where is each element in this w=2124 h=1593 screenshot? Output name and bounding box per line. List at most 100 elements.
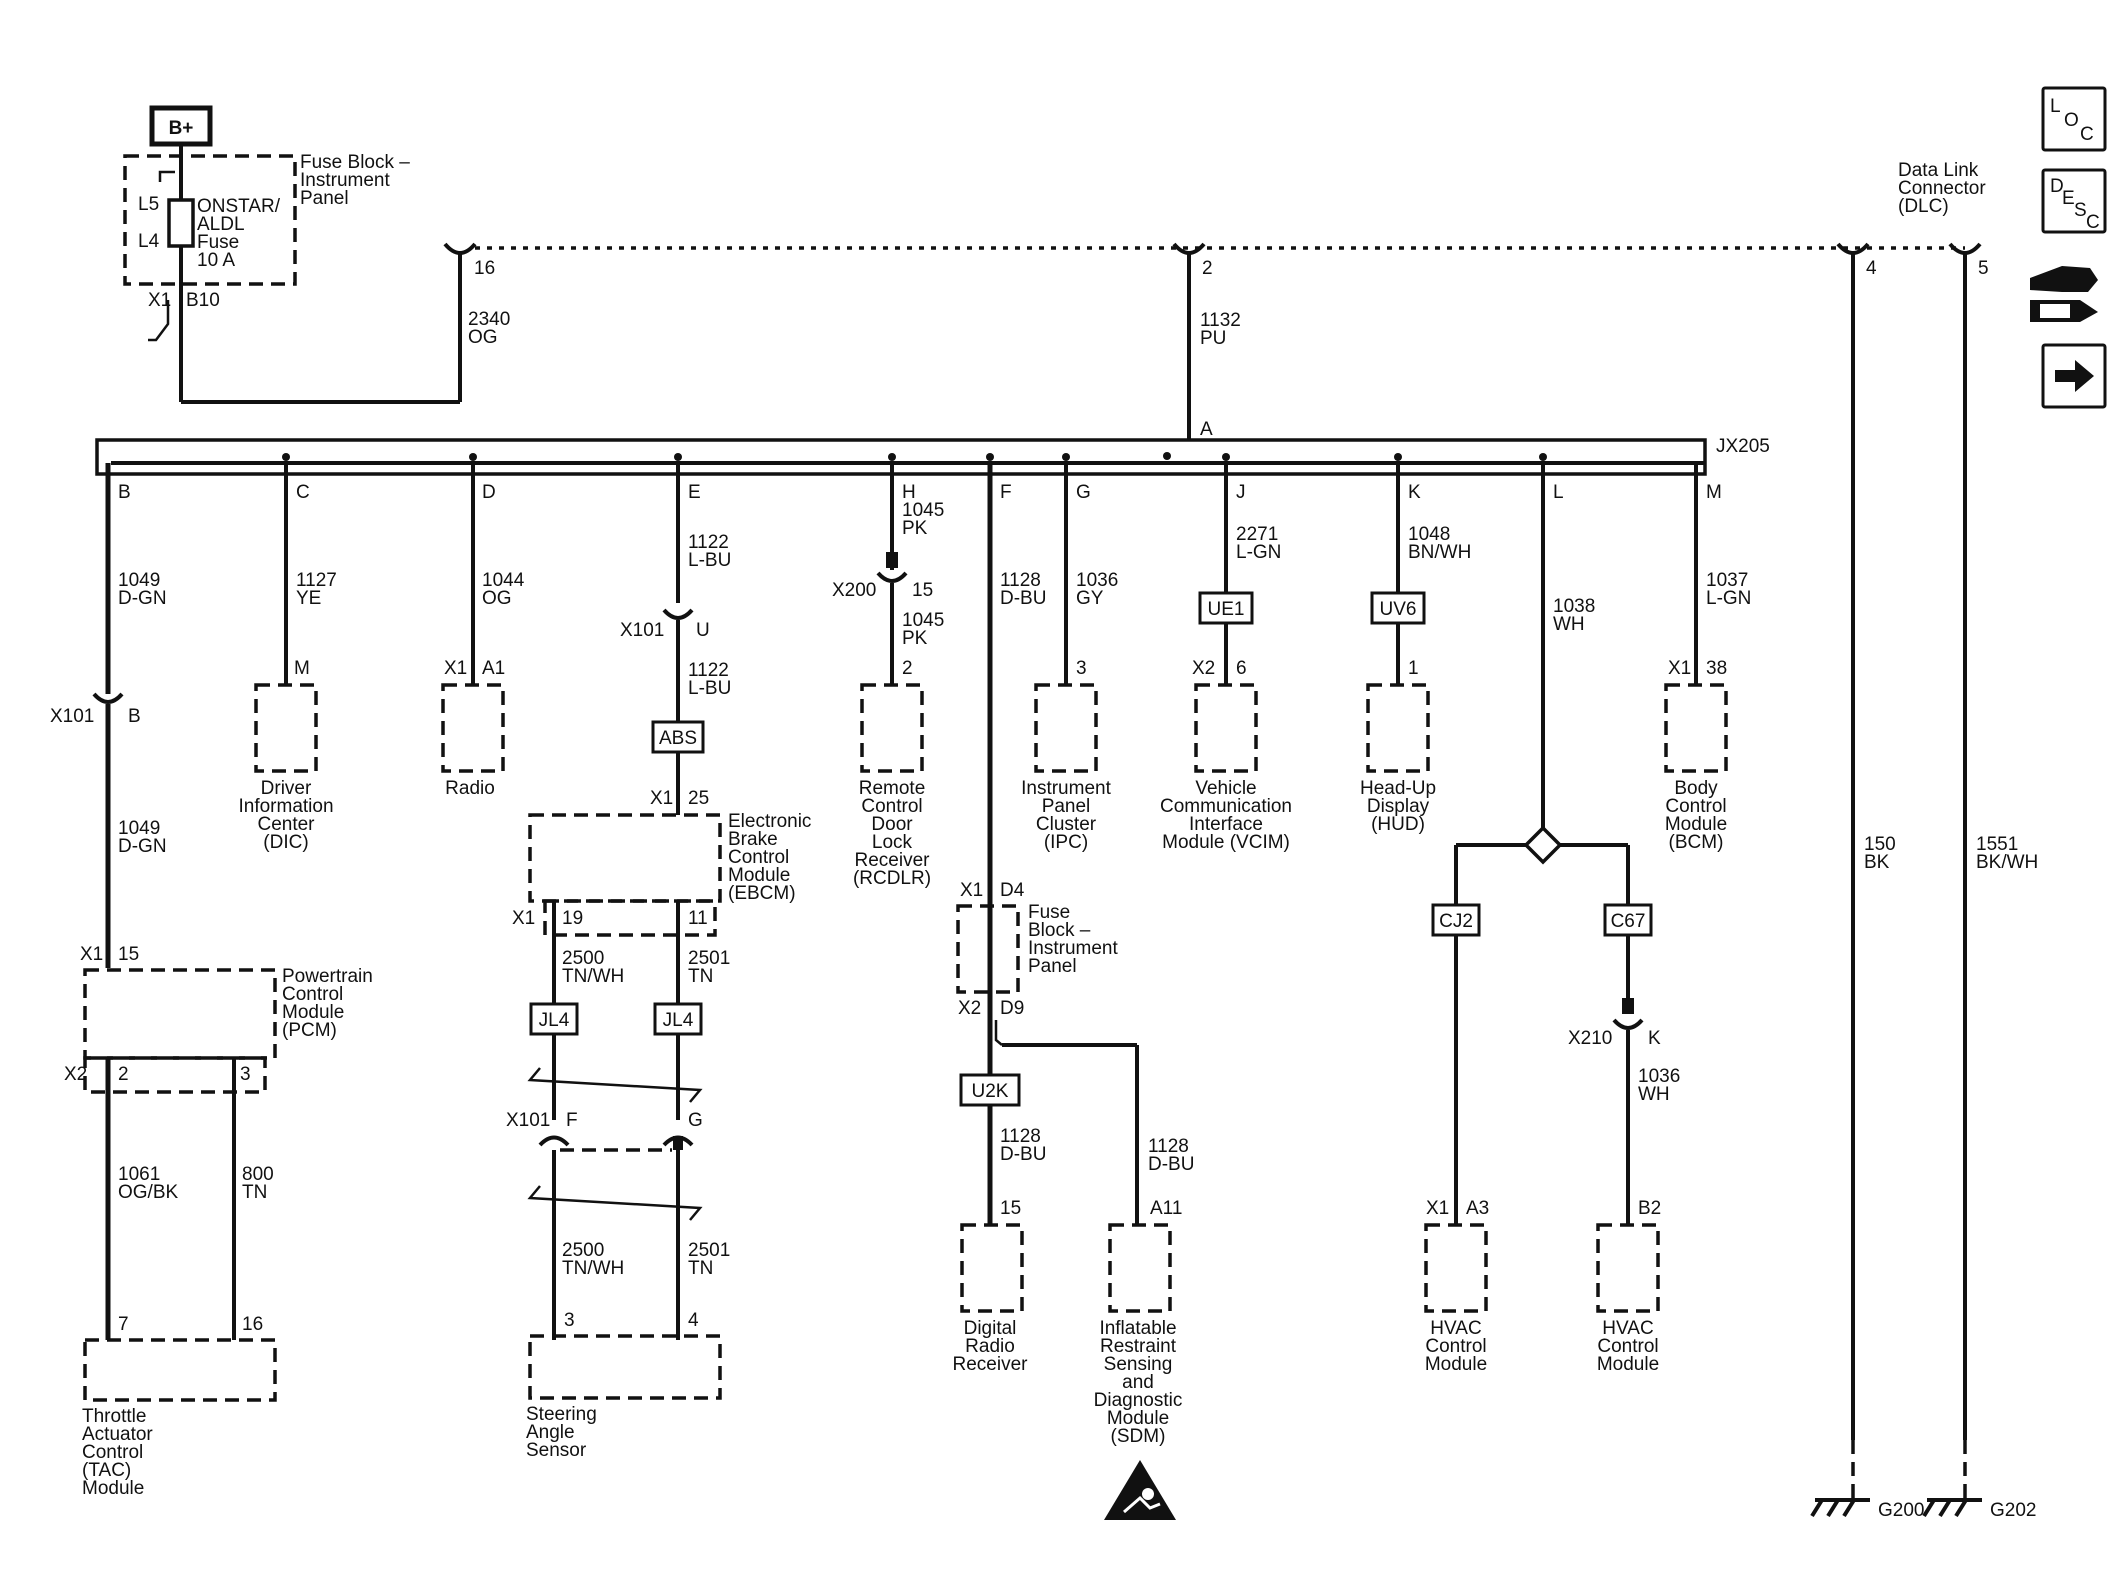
drr-name-1: Digital xyxy=(964,1318,1017,1339)
location-icon[interactable]: L O C xyxy=(2041,86,2107,152)
option-ue1-box xyxy=(1198,591,1254,625)
wire-1128b-circuit: 1128 xyxy=(1000,1126,1041,1147)
next-arrow-icon[interactable] xyxy=(2041,343,2107,409)
wire-1038-color: WH xyxy=(1553,614,1585,635)
fuse-block-ip-2 xyxy=(956,904,1020,994)
radio-module xyxy=(441,683,505,773)
vcim-name-3: Interface xyxy=(1189,814,1263,835)
sdm-name-3: Sensing xyxy=(1104,1354,1173,1375)
x101-u-connector xyxy=(662,608,694,620)
wire-2501-circuit: 2501 xyxy=(688,948,730,969)
fb-pin-d9: D9 xyxy=(1000,998,1024,1019)
drr-pin15: 15 xyxy=(1000,1198,1021,1219)
branch-c-pin: C xyxy=(296,482,310,503)
option-c67-label: C67 xyxy=(1611,911,1646,932)
hvac-right-name-1: HVAC xyxy=(1602,1318,1653,1339)
vcim-name-4: Module (VCIM) xyxy=(1162,832,1290,853)
desc-letter-e: E xyxy=(2062,188,2075,209)
wire-150-color: BK xyxy=(1864,852,1890,873)
x101-f-connector xyxy=(538,1135,570,1147)
hvac-left-x1-label: X1 xyxy=(1426,1198,1449,1219)
hvac-right-name-2: Control xyxy=(1597,1336,1658,1357)
wire-2501-color: TN xyxy=(688,966,713,987)
pcm-pin3: 3 xyxy=(240,1064,251,1085)
fuse-block-title-3: Panel xyxy=(300,188,349,209)
x200-label: X200 xyxy=(832,580,876,601)
wire-1036-circuit: 1036 xyxy=(1076,570,1118,591)
ground-g200-icon xyxy=(1810,1498,1870,1518)
wire-1045b-color: PK xyxy=(902,628,928,649)
branch-d: D 1044 OG X1 A1 Radio xyxy=(441,453,525,799)
fuse-rating: 10 A xyxy=(197,250,235,271)
option-u2k-label: U2K xyxy=(972,1081,1009,1102)
option-jl4-left-box xyxy=(529,1002,579,1036)
wire-1048-color: BN/WH xyxy=(1408,542,1471,563)
x101-b-label: X101 xyxy=(50,706,94,727)
fuse-block: B+ Fuse Block – Instrument Panel L5 L4 O… xyxy=(123,105,477,404)
wire-1128b-color: D-BU xyxy=(1000,1144,1046,1165)
fuse-x1-label: X1 xyxy=(148,290,171,311)
branch-e-pin: E xyxy=(688,482,701,503)
wire-1045-circuit: 1045 xyxy=(902,500,944,521)
drr-name-2: Radio xyxy=(965,1336,1015,1357)
sas-name-3: Sensor xyxy=(526,1440,587,1461)
wire-2340-circuit: 2340 xyxy=(468,309,510,330)
sdm-name-1: Inflatable xyxy=(1099,1318,1176,1339)
drr-name-3: Receiver xyxy=(953,1354,1029,1375)
fuse-connector-l5 xyxy=(158,170,175,182)
splice-pin-a: A xyxy=(1200,419,1213,440)
dic-module xyxy=(254,683,318,773)
branch-l: L 1038 WH CJ2 C67 X1 A3 HVAC Control Mod… xyxy=(1424,453,1680,1375)
wire-1048-circuit: 1048 xyxy=(1408,524,1450,545)
ebcm-name-4: Module xyxy=(728,865,790,886)
sdm-name-7: (SDM) xyxy=(1111,1426,1166,1447)
rcdlr-name-3: Door xyxy=(871,814,913,835)
wire-800-color: TN xyxy=(242,1182,267,1203)
hud-pin1: 1 xyxy=(1408,658,1419,679)
x101-pin-f: F xyxy=(566,1110,578,1131)
description-icon[interactable]: D E S C xyxy=(2041,168,2107,234)
x101-b-connector xyxy=(92,692,124,704)
vcim-name-2: Communication xyxy=(1160,796,1292,817)
ebcm-name-2: Brake xyxy=(728,829,778,850)
ipc-name-3: Cluster xyxy=(1036,814,1097,835)
connector-wrench-icon[interactable] xyxy=(2030,266,2098,322)
option-jl4-right-box xyxy=(653,1002,703,1036)
dlc-title-3: (DLC) xyxy=(1898,196,1949,217)
fuse-name-3: Fuse xyxy=(197,232,239,253)
wire-1049b-color: D-GN xyxy=(118,836,167,857)
rcdlr-name-4: Lock xyxy=(872,832,913,853)
loc-letter-c: C xyxy=(2080,124,2094,145)
x101-u-label: X101 xyxy=(620,620,664,641)
pcm-x1-label: X1 xyxy=(80,944,103,965)
sdm-name-6: Module xyxy=(1107,1408,1169,1429)
option-cj2-label: CJ2 xyxy=(1439,911,1473,932)
wire-1049b-circuit: 1049 xyxy=(118,818,160,839)
desc-letter-c: C xyxy=(2086,212,2100,233)
x210-label: X210 xyxy=(1568,1028,1612,1049)
option-ue1-label: UE1 xyxy=(1208,599,1245,620)
tac-name-5: Module xyxy=(82,1478,144,1499)
ground-g200-label: G200 xyxy=(1878,1500,1924,1521)
hvac-left-name-1: HVAC xyxy=(1430,1318,1481,1339)
dlc-pin5-label: 5 xyxy=(1978,258,1989,279)
ebcm-x1-label: X1 xyxy=(650,788,673,809)
wire-1044-color: OG xyxy=(482,588,512,609)
fuse-l4-label: L4 xyxy=(138,231,160,252)
option-split-diamond xyxy=(1523,825,1563,865)
rcdlr-module xyxy=(860,683,924,773)
wire-1036b-circuit: 1036 xyxy=(1638,1066,1680,1087)
wire-1045b-circuit: 1045 xyxy=(902,610,944,631)
wire-1132-circuit: 1132 xyxy=(1200,310,1241,331)
pcm-x2-label: X2 xyxy=(64,1064,87,1085)
pcm-pin15: 15 xyxy=(118,944,139,965)
tac-name-1: Throttle xyxy=(82,1406,146,1427)
fb2-name-1: Fuse xyxy=(1028,902,1070,923)
wire-2501b-circuit: 2501 xyxy=(688,1240,730,1261)
dlc-pin2-connector xyxy=(1172,242,1206,255)
vcim-x2-label: X2 xyxy=(1192,658,1215,679)
side-icons: L O C D E S C xyxy=(2030,86,2107,409)
dlc-pin16-connector xyxy=(443,242,477,255)
bcm-name-3: Module xyxy=(1665,814,1727,835)
dic-name-3: Center xyxy=(257,814,315,835)
